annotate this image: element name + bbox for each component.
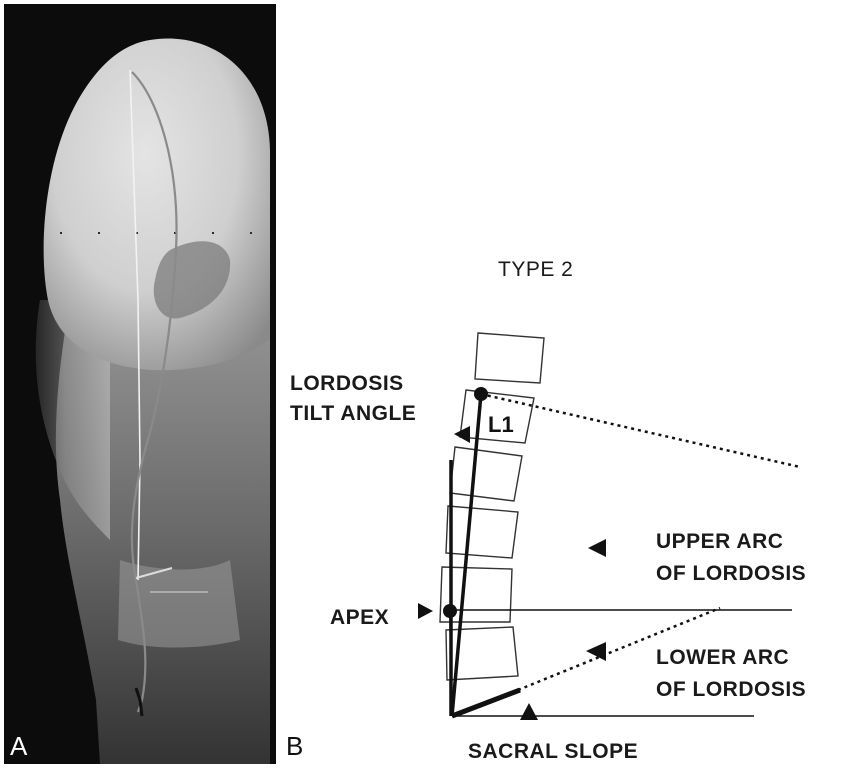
l1-point: [474, 387, 488, 401]
label-lower-arc-line1: LOWER ARC: [656, 646, 789, 669]
label-apex: APEX: [330, 606, 389, 629]
vertebra: [474, 332, 545, 384]
vertebra-l1: [459, 389, 535, 444]
diagram-title: TYPE 2: [498, 258, 573, 281]
vertebral-column: [439, 332, 545, 681]
vertebra: [439, 566, 513, 623]
spinal-contour: [130, 71, 178, 713]
panel-b-diagram: B TYPE 2 L1 LORDOSIS: [286, 258, 806, 763]
panel-b-letter: B: [286, 731, 303, 761]
label-lordosis-tilt-angle-line1: LORDOSIS: [290, 372, 404, 395]
apex-to-sacrum-line: [449, 610, 453, 717]
apex-arrow-icon: [418, 603, 433, 619]
plumb-line: [129, 69, 141, 581]
l1-to-sacrum-line: [450, 393, 483, 717]
lower-arc-dotted-line: [517, 606, 721, 692]
sacral-mark: [135, 567, 173, 579]
tilt-angle-arrow-icon: [454, 426, 470, 443]
label-lordosis-tilt-angle-line2: TILT ANGLE: [290, 402, 416, 425]
upper-arc-arrow-icon: [588, 539, 606, 557]
vertebra: [449, 446, 523, 502]
label-upper-arc-line2: OF LORDOSIS: [656, 562, 806, 585]
sacral-endplate-line: [451, 687, 521, 719]
upper-arc-dotted-line: [480, 392, 801, 469]
body-silhouette-side: [35, 300, 111, 540]
panel-a-letter: A: [10, 731, 28, 761]
sacral-slope-arrow-icon: [520, 703, 538, 720]
panel-a-radiograph: A: [4, 4, 276, 764]
vertebra: [445, 626, 519, 681]
apex-point: [443, 604, 457, 618]
pelvic-shadow: [118, 560, 240, 648]
label-sacral-slope: SACRAL SLOPE: [468, 740, 638, 763]
label-lower-arc-line2: OF LORDOSIS: [656, 678, 806, 701]
vertebra: [445, 505, 519, 559]
coccyx-mark: [134, 687, 144, 717]
label-upper-arc-line1: UPPER ARC: [656, 530, 783, 553]
vertebra-label-l1: L1: [488, 412, 514, 437]
lower-arc-arrow-icon: [586, 642, 606, 661]
